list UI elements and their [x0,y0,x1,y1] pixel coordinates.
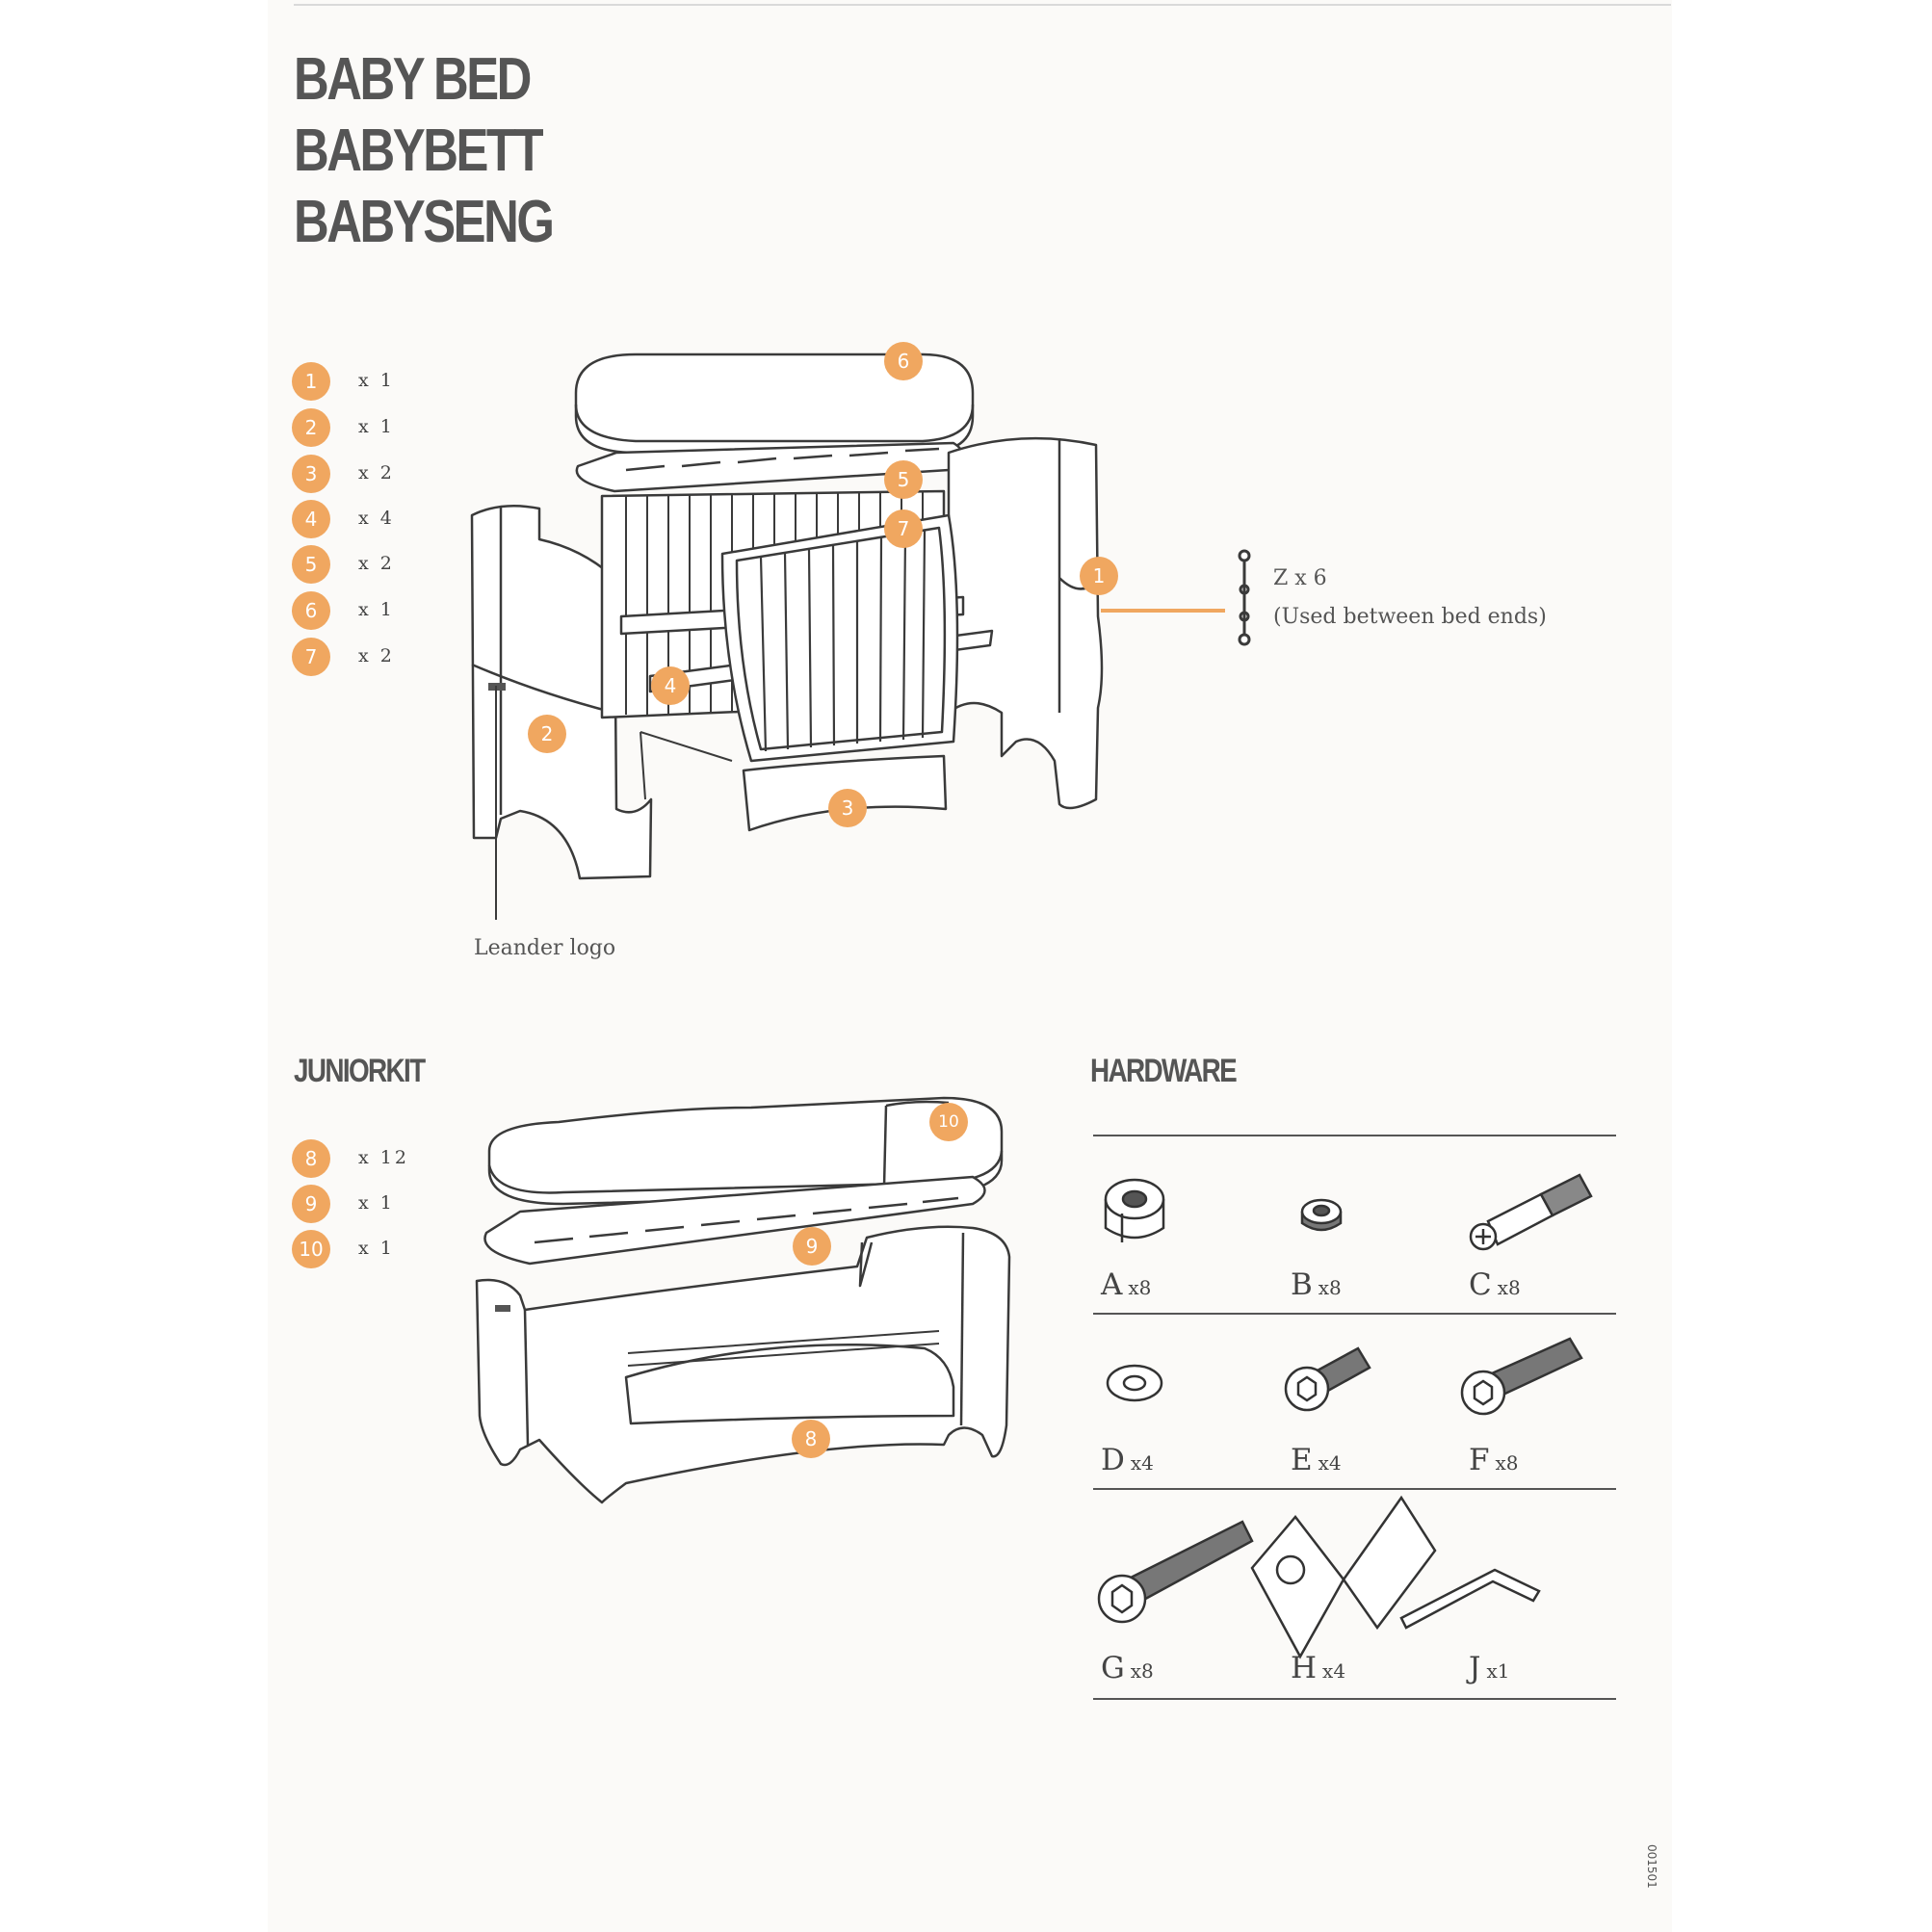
title-english: BABY BED [294,46,532,113]
part-badge-6: 6 [292,591,330,630]
part-badge-1: 1 [292,362,330,401]
z-part-note: (Used between bed ends) [1273,605,1547,629]
medium-bolt-icon [1460,1337,1583,1416]
diagram-callout-6: 6 [884,342,923,380]
cam-bolt-icon [1469,1173,1593,1251]
junior-part-qty-9: x 1 [358,1192,395,1214]
part-badge-4: 4 [292,500,330,538]
diagram-callout-4: 4 [651,666,690,705]
hardware-rule-bottom [1093,1698,1616,1700]
allen-key-icon [1399,1568,1541,1630]
junior-part-badge-8: 8 [292,1139,330,1178]
junior-callout-10: 10 [929,1103,968,1141]
diagram-callout-1: 1 [1080,557,1118,595]
cam-lock-nut-icon [1104,1178,1165,1242]
part-qty-2: x 1 [358,416,395,437]
part-badge-7: 7 [292,638,330,676]
washer-icon [1106,1364,1163,1402]
junior-callout-8: 8 [792,1420,830,1458]
hardware-rule-2 [1093,1488,1616,1490]
diagram-callout-2: 2 [528,715,566,753]
document-code: 001501 [1645,1844,1658,1889]
part-qty-4: x 4 [358,508,395,529]
short-bolt-icon [1284,1346,1371,1412]
part-qty-7: x 2 [358,645,395,666]
part-qty-6: x 1 [358,599,395,620]
z-part-quantity: Z x 6 [1273,566,1327,590]
junior-part-qty-8: x 12 [358,1147,409,1168]
part-qty-5: x 2 [358,553,395,574]
part-badge-2: 2 [292,408,330,447]
part-qty-3: x 2 [358,462,395,483]
bracket-icon [1250,1495,1437,1659]
diagram-callout-5: 5 [884,460,923,499]
part-badge-5: 5 [292,545,330,584]
part-badge-3: 3 [292,455,330,493]
hardware-rule-1 [1093,1313,1616,1315]
part-qty-1: x 1 [358,370,395,391]
hardware-rule-top [1093,1135,1616,1136]
diagram-callout-3: 3 [828,789,867,827]
diagram-callout-7: 7 [884,509,923,548]
title-danish: BABYSENG [294,189,555,255]
junior-part-badge-10: 10 [292,1230,330,1268]
leander-logo-label: Leander logo [474,936,616,960]
hardware-title: HARDWARE [1090,1053,1238,1089]
top-rule [294,4,1671,6]
junior-part-qty-10: x 1 [358,1238,395,1259]
cap-nut-icon [1300,1198,1343,1232]
juniorkit-title: JUNIORKIT [294,1053,426,1089]
title-german: BABYBETT [294,117,544,184]
long-bolt-icon [1097,1520,1254,1624]
junior-callout-9: 9 [793,1227,831,1266]
junior-part-badge-9: 9 [292,1185,330,1223]
